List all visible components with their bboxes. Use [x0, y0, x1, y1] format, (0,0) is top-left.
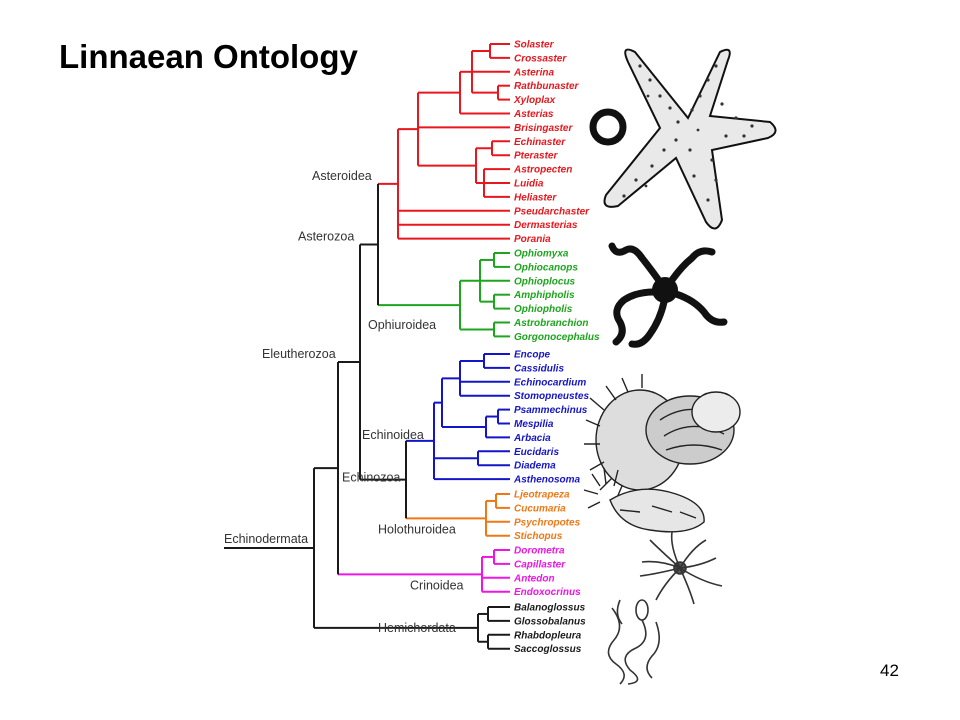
genus-label: Echinaster [514, 137, 566, 148]
genus-label: Amphipholis [513, 290, 575, 301]
genus-label: Rhabdopleura [514, 630, 582, 641]
genus-label: Ophioplocus [514, 276, 576, 287]
ring-illustration [589, 108, 627, 146]
genus-label: Eucidaris [514, 447, 559, 458]
genus-label: Pteraster [514, 151, 558, 162]
node-label-asterozoa: Asterozoa [298, 229, 354, 243]
genus-label: Ophiocanops [514, 262, 578, 273]
genus-label: Astropecten [513, 165, 572, 176]
genus-label: Brisingaster [514, 123, 573, 134]
page-number: 42 [880, 661, 899, 680]
node-label-hemichordata: Hemichordata [378, 621, 456, 635]
genus-label: Capillaster [514, 559, 566, 570]
node-label-holothuroidea: Holothuroidea [378, 522, 456, 536]
brittle-star-illustration [608, 242, 728, 348]
acorn-worm-illustration [607, 599, 660, 685]
genus-label: Echinocardium [514, 377, 586, 388]
genus-label: Psychropotes [514, 517, 581, 528]
sea-star-illustration [603, 48, 777, 230]
genus-label: Dermasterias [514, 220, 578, 231]
feather-star-illustration [639, 531, 723, 605]
node-label-echinozoa: Echinozoa [342, 471, 400, 485]
genus-label: Solaster [514, 40, 555, 51]
genus-label: Arbacia [513, 433, 551, 444]
node-label-eleutherozoa: Eleutherozoa [262, 347, 336, 361]
genus-label: Balanoglossus [514, 603, 586, 614]
genus-label: Mespilia [514, 419, 554, 430]
genus-label: Rathbunaster [514, 81, 580, 92]
sea-cucumber-illustration [583, 467, 705, 533]
genus-label: Asterias [513, 109, 554, 120]
genus-label: Encope [514, 350, 551, 361]
genus-label: Antedon [513, 573, 555, 584]
genus-label: Ophiopholis [514, 304, 573, 315]
genus-label: Gorgonocephalus [514, 332, 600, 343]
genus-label: Astrobranchion [513, 318, 588, 329]
node-label-ophiuroidea: Ophiuroidea [368, 318, 436, 332]
genus-label: Cucumaria [514, 503, 566, 514]
genus-label: Endoxocrinus [514, 587, 581, 598]
sea-urchin-illustration [584, 374, 741, 501]
genus-label: Ljeotrapeza [514, 490, 570, 501]
slide-title: Linnaean Ontology [59, 38, 358, 75]
tree-genus-labels: SolasterCrossasterAsterinaRathbunasterXy… [513, 40, 600, 656]
genus-label: Crossaster [514, 53, 567, 64]
genus-label: Saccoglossus [514, 644, 582, 655]
node-label-crinoidea: Crinoidea [410, 578, 464, 592]
genus-label: Asterina [513, 67, 554, 78]
genus-label: Asthenosoma [513, 475, 581, 486]
genus-label: Pseudarchaster [514, 206, 590, 217]
genus-label: Ophiomyxa [514, 249, 569, 260]
genus-label: Dorometra [514, 546, 565, 557]
genus-label: Porania [514, 234, 551, 245]
genus-label: Stichopus [514, 531, 563, 542]
node-label-echinoidea: Echinoidea [362, 428, 424, 442]
node-label-echinodermata: Echinodermata [224, 532, 308, 546]
genus-label: Luidia [514, 179, 544, 190]
genus-label: Heliaster [514, 192, 557, 203]
tree-branches [224, 43, 510, 650]
genus-label: Cassidulis [514, 363, 564, 374]
tree-node-labels: AsteroideaAsterozoaOphiuroideaEleutheroz… [224, 169, 464, 635]
genus-label: Glossobalanus [514, 616, 586, 627]
genus-label: Psammechinus [514, 405, 588, 416]
genus-label: Diadema [514, 461, 556, 472]
genus-label: Stomopneustes [514, 391, 589, 402]
genus-label: Xyloplax [513, 95, 556, 106]
node-label-asteroidea: Asteroidea [312, 169, 372, 183]
